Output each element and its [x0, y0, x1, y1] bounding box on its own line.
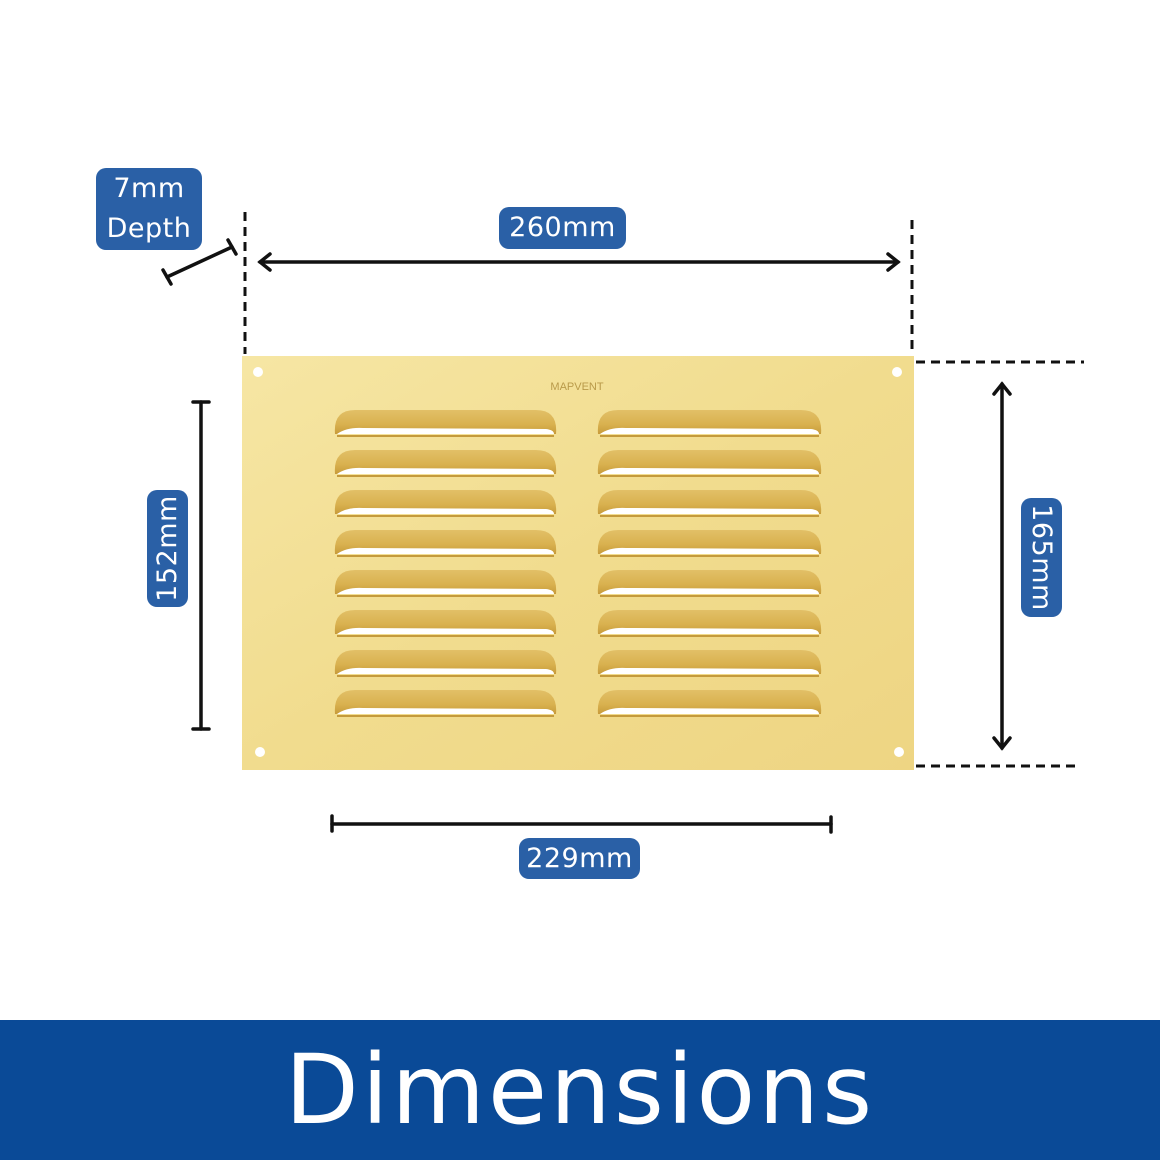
louvre-height-label: 152mm	[147, 490, 188, 607]
screw-hole	[255, 747, 265, 757]
title-banner: Dimensions	[0, 1020, 1160, 1160]
louvre-slot	[597, 450, 822, 477]
overall-width-label: 260mm	[499, 207, 626, 249]
louvre-slot	[334, 530, 557, 557]
louvre-slot	[597, 570, 822, 597]
louvre-slot	[334, 650, 557, 677]
overall-height-label: 165mm	[1021, 498, 1062, 617]
louvre-slot	[334, 450, 557, 477]
louvre-slot	[334, 570, 557, 597]
louvre-slot	[334, 410, 557, 437]
width-229-bar	[330, 814, 833, 834]
louvre-slot	[597, 410, 822, 437]
depth-bar	[161, 238, 238, 286]
louvre-slot	[334, 490, 557, 517]
louvre-slot	[597, 530, 822, 557]
height-165-arrow	[992, 381, 1012, 751]
vent-plate: MAPVENT	[242, 356, 914, 770]
screw-hole	[892, 367, 902, 377]
louvre-slot	[597, 490, 822, 517]
height-152-bar	[191, 400, 211, 731]
louvres	[334, 410, 822, 717]
louvre-slot	[334, 610, 557, 637]
louvre-slot	[597, 610, 822, 637]
louvre-slot	[334, 690, 557, 717]
louvre-slot	[597, 650, 822, 677]
width-260-arrow	[257, 252, 901, 272]
screw-hole	[894, 747, 904, 757]
brand-mark: MAPVENT	[550, 381, 603, 393]
louvre-slot	[597, 690, 822, 717]
depth-value: 7mm	[113, 173, 185, 204]
banner-title: Dimensions	[284, 1034, 876, 1146]
louvre-width-label: 229mm	[519, 838, 640, 879]
screw-hole	[253, 367, 263, 377]
depth-caption: Depth	[106, 213, 192, 244]
depth-label: 7mm Depth	[96, 168, 202, 250]
